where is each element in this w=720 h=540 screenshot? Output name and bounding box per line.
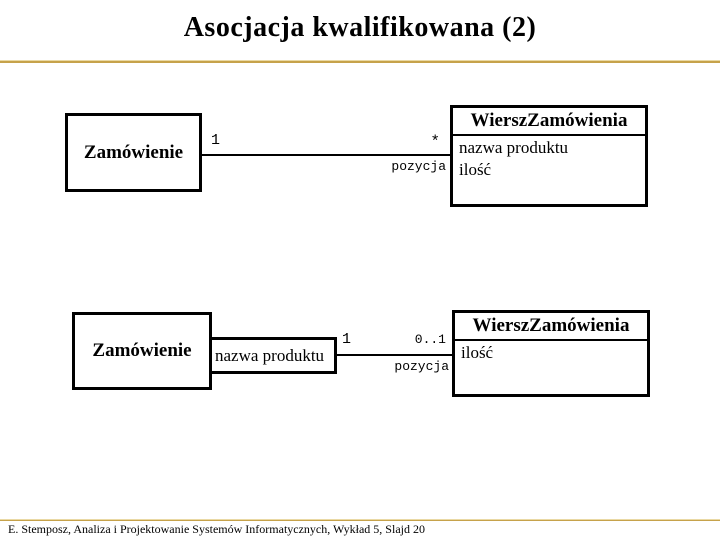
qualifier-box: nazwa produktu (209, 337, 337, 374)
bottom-association-line (336, 354, 453, 356)
top-multiplicity-far: * (430, 133, 440, 151)
top-role-label: pozycja (391, 159, 446, 174)
footer-divider-rule (0, 519, 720, 521)
title-divider-rule (0, 60, 720, 63)
slide-title: Asocjacja kwalifikowana (2) (183, 12, 537, 43)
qualifier-label: nazwa produktu (215, 345, 325, 365)
attribute-nazwa-produktu: nazwa produktu (459, 138, 569, 157)
top-class-wiersz-zamowienia: WierszZamówienia nazwa produktu ilość (450, 105, 648, 207)
bottom-multiplicity-far: 0..1 (414, 332, 446, 347)
top-class-wiersz-zamowienia-name: WierszZamówienia (453, 108, 645, 136)
top-class-zamowienie-name: Zamówienie (83, 141, 184, 163)
top-class-wiersz-zamowienia-attributes: nazwa produktu ilość (453, 136, 645, 182)
bottom-multiplicity-near: 1 (342, 331, 352, 348)
bottom-class-zamowienie: Zamówienie (72, 312, 212, 390)
top-class-zamowienie: Zamówienie (65, 113, 202, 192)
bottom-class-zamowienie-name: Zamówienie (92, 340, 192, 361)
bottom-role-label: pozycja (394, 359, 449, 374)
attribute-ilosc: ilość (461, 343, 494, 362)
bottom-class-wiersz-zamowienia: WierszZamówienia ilość (452, 310, 650, 397)
bottom-class-wiersz-zamowienia-attributes: ilość (455, 341, 647, 365)
attribute-ilosc: ilość (459, 160, 492, 179)
top-association-line (201, 154, 451, 156)
footer-credit: E. Stemposz, Analiza i Projektowanie Sys… (8, 522, 425, 536)
bottom-class-wiersz-zamowienia-name: WierszZamówienia (455, 313, 647, 341)
top-multiplicity-near: 1 (211, 132, 221, 149)
